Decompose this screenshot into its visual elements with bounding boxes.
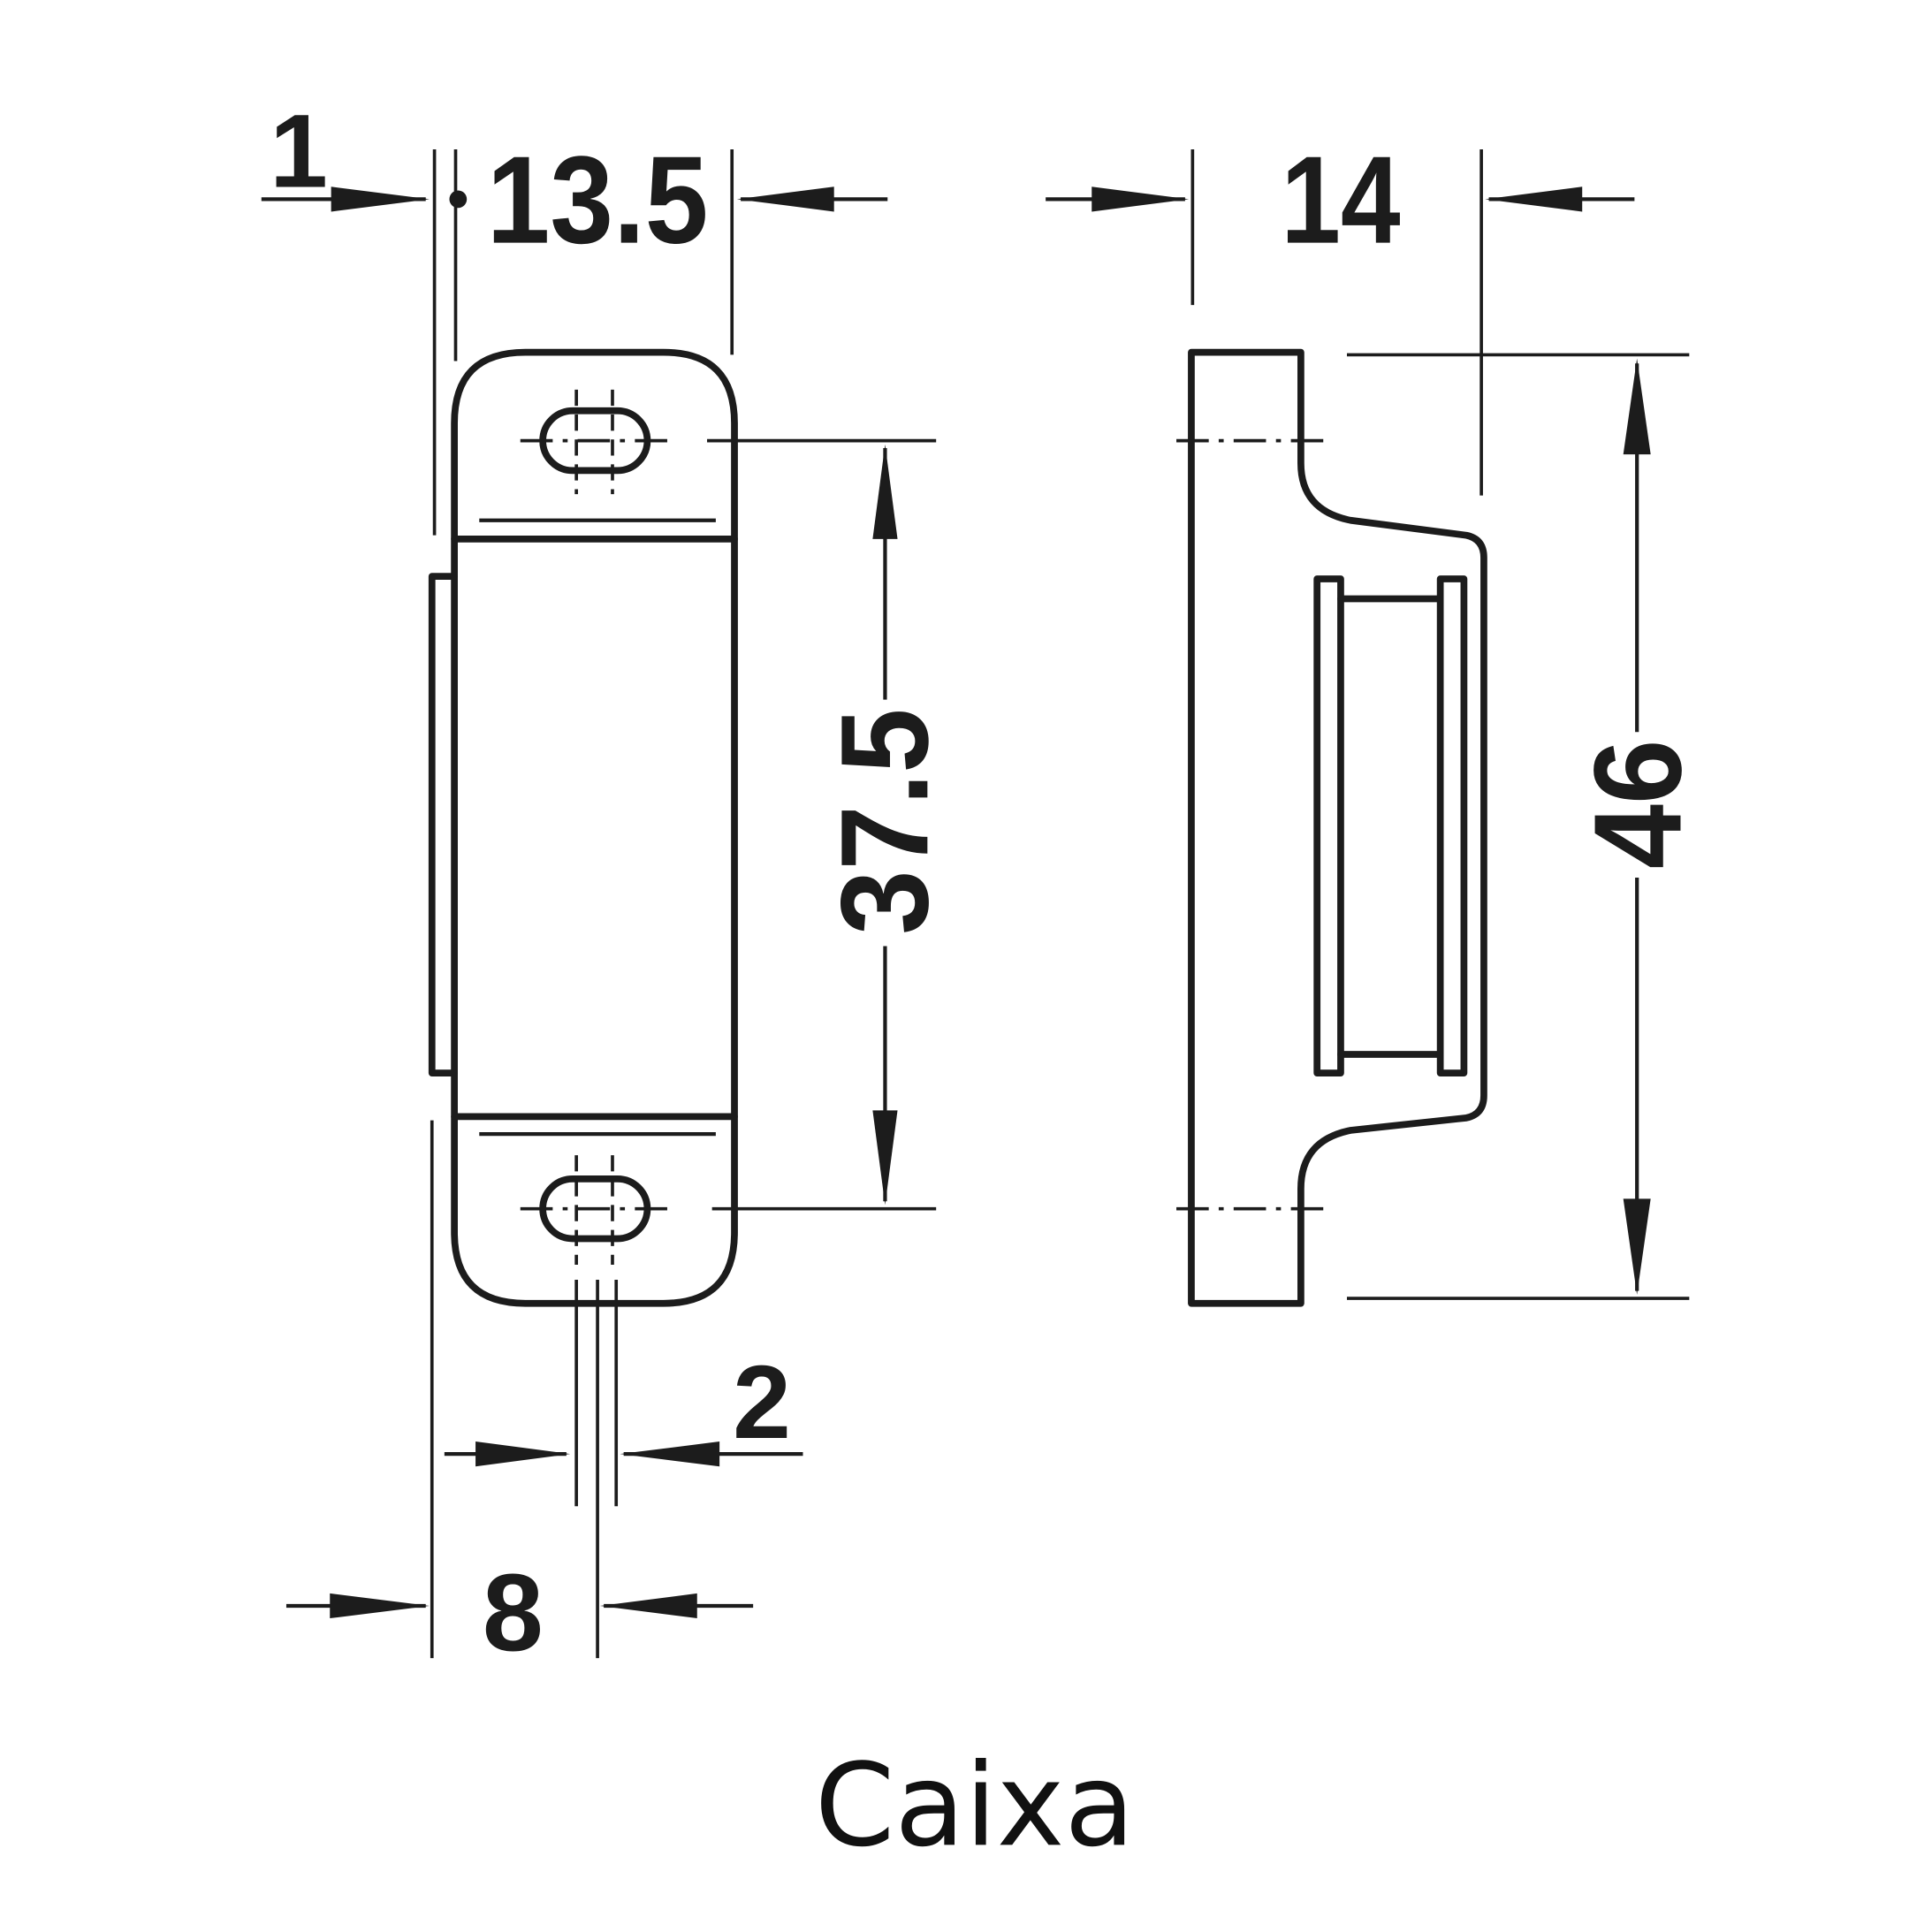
arrowhead-depth-left (1092, 186, 1190, 212)
dim-label-height: 46 (1567, 740, 1707, 869)
dim-label-tab-offset: 1 (270, 93, 328, 209)
arrowhead-height-top (1623, 358, 1651, 455)
front-body-outline (451, 348, 738, 1307)
arrowhead-hole-spacing-bottom (872, 1110, 898, 1206)
side-body-outline (1188, 348, 1487, 1307)
arrowhead-slot-position-right (599, 1593, 697, 1619)
dim-label-depth: 14 (1281, 130, 1400, 270)
arrowhead-slot-position-left (330, 1593, 430, 1619)
dim-label-hole-spacing: 37.5 (814, 708, 954, 934)
arrowhead-slot-width-left (475, 1441, 571, 1467)
arrowhead-height-bottom (1623, 1198, 1651, 1295)
arrowhead-depth-right (1485, 186, 1583, 212)
dim-label-width: 13.5 (487, 130, 709, 270)
front-view: 1 13.5 37.5 2 8 (261, 93, 954, 1675)
dim-label-slot-width: 2 (733, 1344, 791, 1461)
arrowhead-width-right (736, 186, 834, 212)
arrowhead-hole-spacing-top (872, 444, 898, 539)
magnet-plate-left (1313, 575, 1344, 1077)
front-side-tab (428, 573, 458, 1077)
dim-origin-dot (449, 190, 468, 209)
arrowhead-slot-width-right (620, 1441, 720, 1467)
arrowhead-tab-offset (331, 186, 430, 212)
side-view: 14 46 (1046, 130, 1707, 1307)
caption-label: Caixa (815, 1738, 1135, 1872)
magnet-plate-right (1436, 575, 1468, 1077)
dim-label-slot-position: 8 (483, 1553, 544, 1675)
